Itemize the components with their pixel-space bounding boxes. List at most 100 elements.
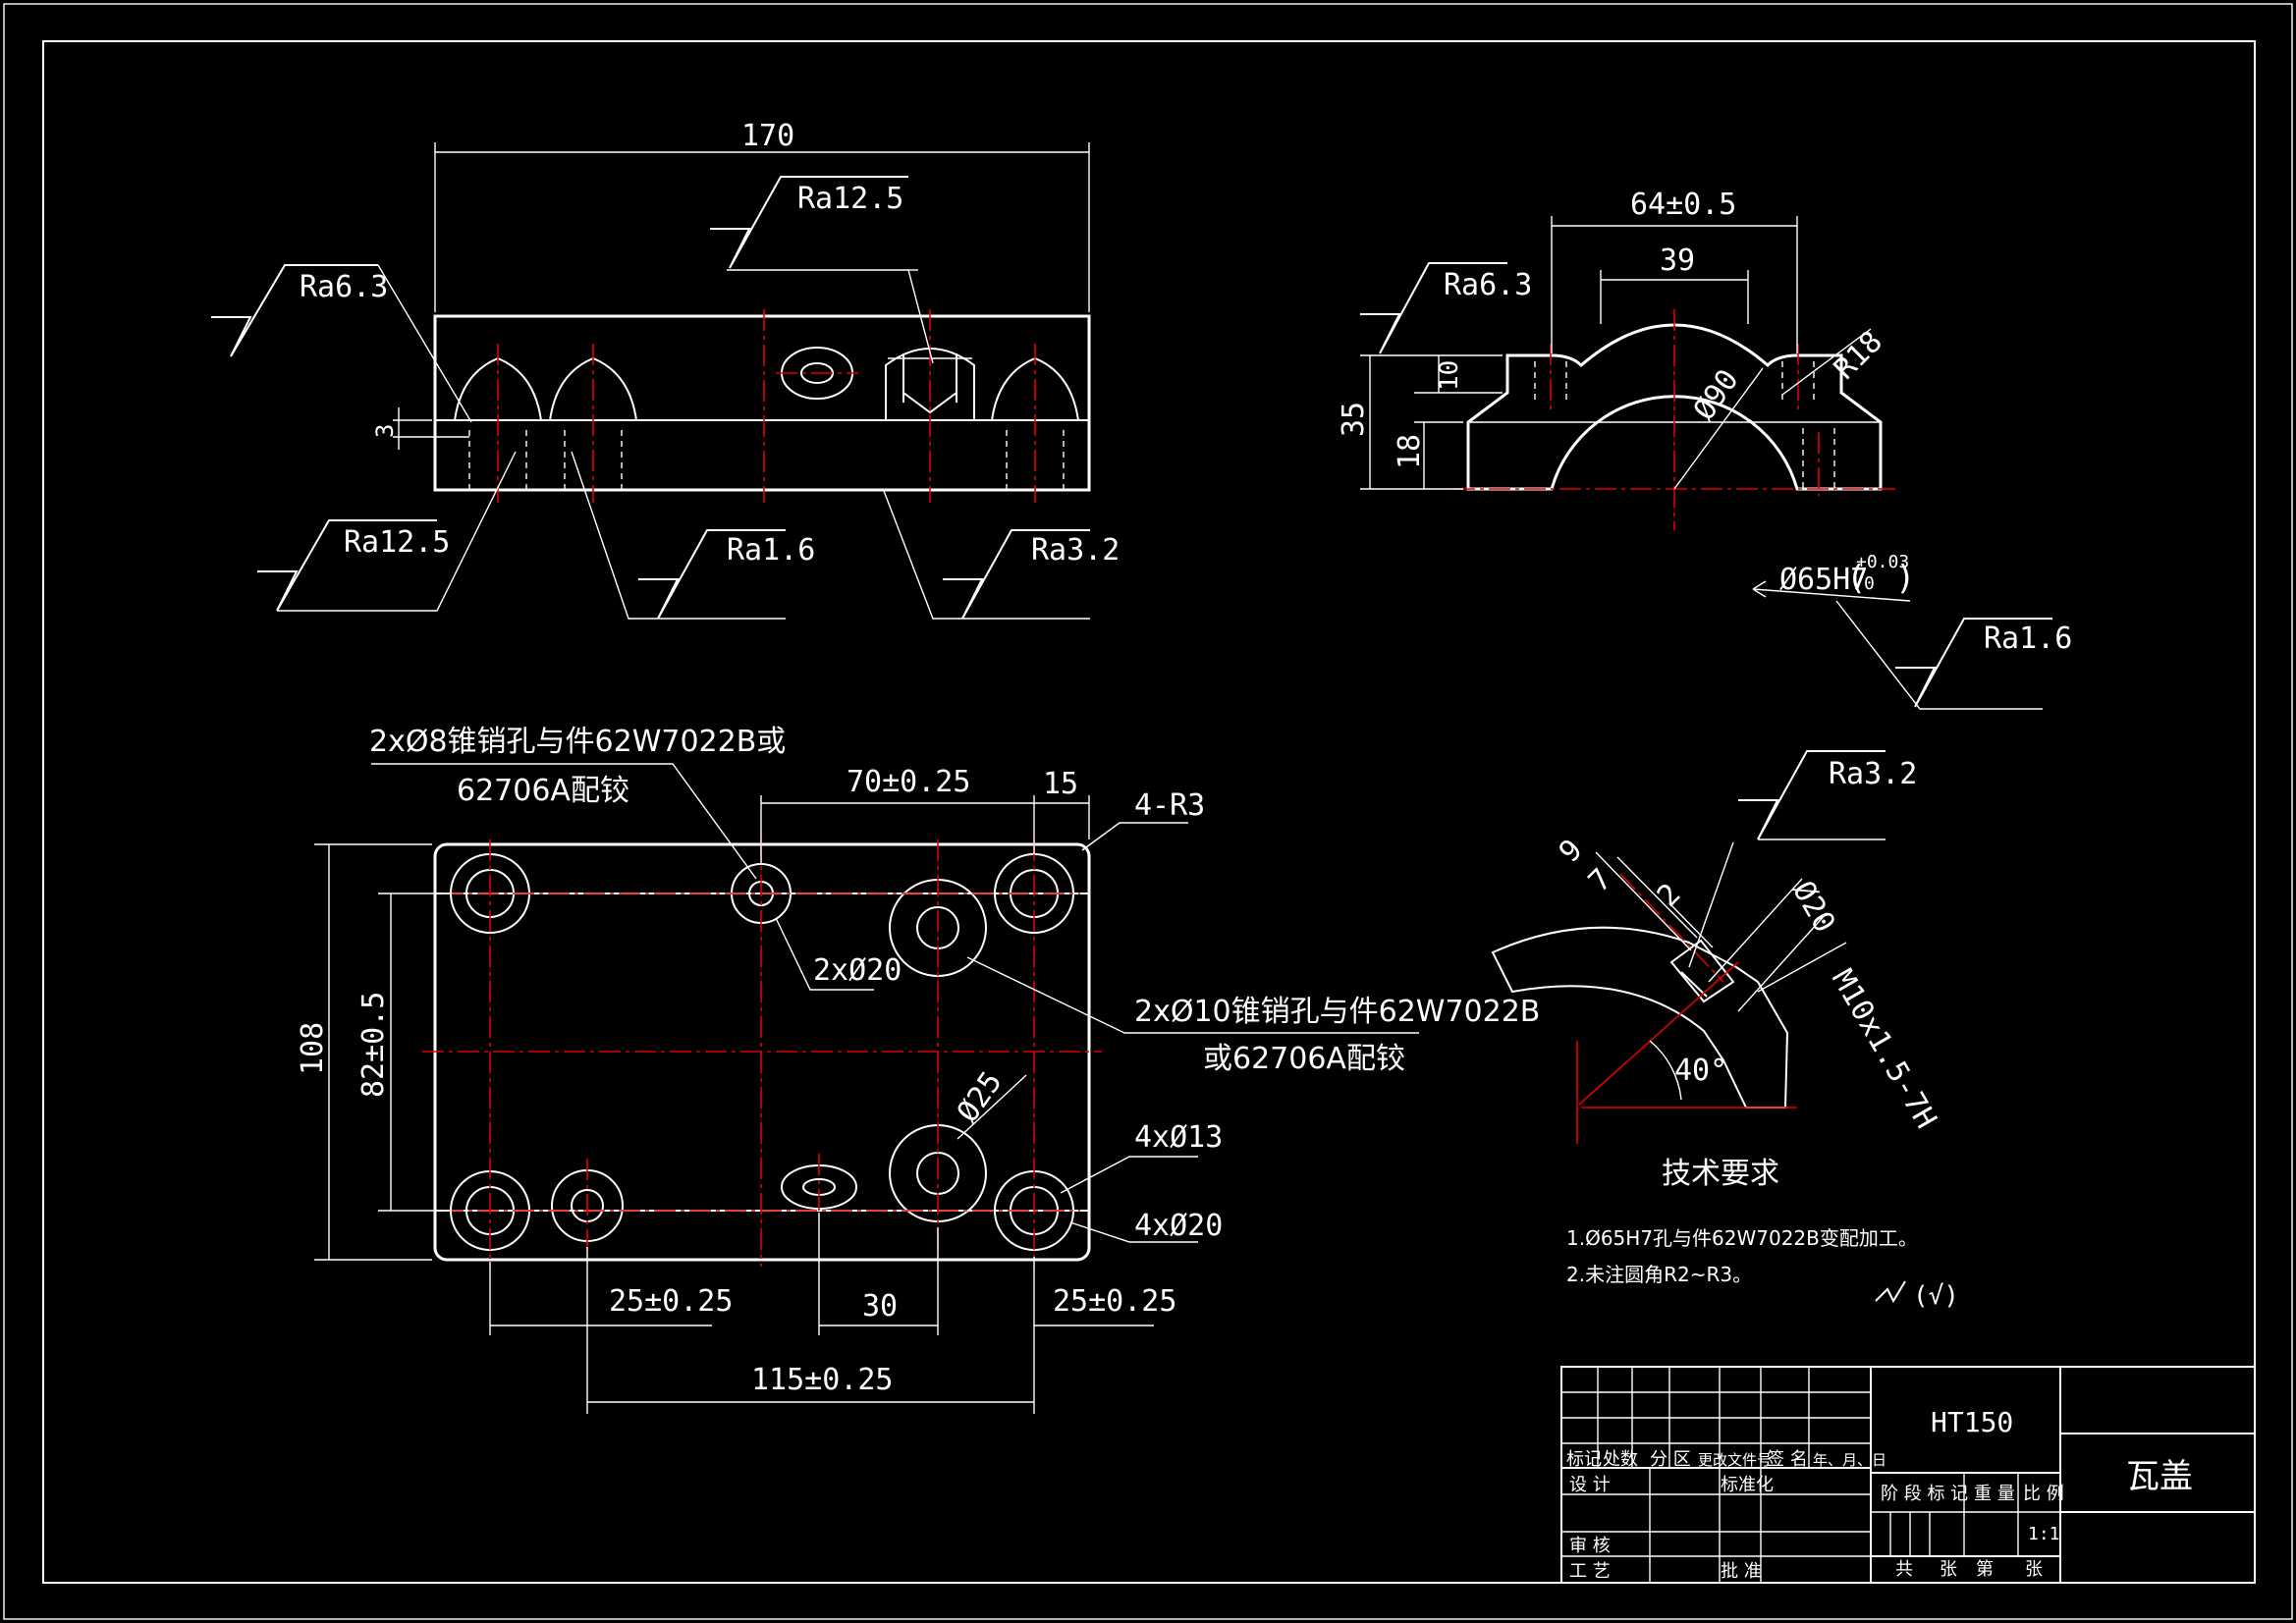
tol-upper: +0.03	[1856, 552, 1909, 572]
tol-base: Ø65H7	[1779, 563, 1868, 597]
note-hole8-1: 2xØ8锥销孔与件62W7022B或	[369, 725, 786, 759]
leader-dia25	[957, 1074, 1027, 1140]
leader-top-left	[377, 264, 472, 423]
dim-115: 115±0.25	[751, 1363, 894, 1397]
dim-dia90: Ø90	[1687, 363, 1746, 426]
tb-approve: 批 准	[1721, 1561, 1762, 1582]
dim-3: 3	[371, 424, 399, 438]
ra-symbol-top-mid	[710, 176, 908, 269]
tol-paren-r: )	[1895, 559, 1915, 598]
tech-item-1: 1.Ø65H7孔与件62W7022B变配加工。	[1566, 1226, 1918, 1250]
ext-det-9	[1595, 851, 1692, 951]
ra-detail: Ra3.2	[1829, 757, 1917, 791]
ra-symbol-side-left	[1360, 262, 1507, 354]
dim-25b: 25±0.25	[1053, 1284, 1176, 1319]
tech-title: 技术要求	[1662, 1157, 1779, 1191]
title-block: HT150 瓦盖 1:1 标记 处数 分 区 更改文件号 签 名 年、月、日 设…	[1560, 1366, 2256, 1584]
leader-bot-right	[883, 490, 1090, 620]
dim-18: 18	[1393, 434, 1427, 469]
tb-part-name: 瓦盖	[2126, 1457, 2193, 1496]
ra-top-mid: Ra12.5	[797, 182, 903, 216]
ra-bot-left: Ra12.5	[344, 525, 450, 560]
tb-ratio: 比 例	[2023, 1484, 2064, 1504]
tb-standard: 标准化	[1721, 1475, 1774, 1495]
dim-30: 30	[862, 1289, 898, 1324]
dim-170: 170	[741, 119, 794, 153]
leader-bot-left	[277, 451, 517, 612]
note-hole8-2: 62706A配铰	[457, 774, 629, 808]
note-hole10-2: 或62706A配铰	[1203, 1042, 1405, 1076]
dim-35: 35	[1337, 402, 1371, 437]
tb-zone: 分 区	[1650, 1449, 1691, 1470]
side-body-outline	[1466, 323, 1883, 491]
tb-material: HT150	[1931, 1406, 2013, 1438]
tech-item-2: 2.未注圆角R2~R3。	[1566, 1263, 1752, 1286]
detail-angle: 40°	[1674, 1054, 1727, 1088]
tol-paren-l: (	[1846, 559, 1866, 598]
tb-sheet: 张	[2025, 1559, 2043, 1580]
tb-stage: 阶 段 标 记	[1881, 1484, 1968, 1504]
note-hole10-1: 2xØ10锥销孔与件62W7022B	[1134, 995, 1540, 1029]
ra-side-left: Ra6.3	[1444, 268, 1532, 302]
tb-date: 年、月、日	[1813, 1451, 1886, 1469]
side-view: 64±0.5 39 35 18 10 R18 Ø90 Ra6.3 Ø65H7 +…	[1337, 188, 2072, 710]
det-7: 7	[1582, 862, 1619, 899]
dim-dia20: 2xØ20	[813, 953, 902, 988]
leader-thread	[1757, 942, 1847, 993]
title-block-frame	[1560, 1366, 2256, 1584]
leader-r3	[1081, 822, 1188, 851]
tb-weight: 重 量	[1974, 1484, 2015, 1504]
dim-r18: R18	[1828, 325, 1889, 387]
tb-no: 第	[1976, 1559, 1994, 1580]
ra-side-right: Ra1.6	[1984, 622, 2072, 656]
leader-dia13	[1060, 1156, 1198, 1194]
angle-arc	[1649, 1040, 1682, 1101]
tb-count: 处数	[1603, 1449, 1638, 1470]
detail-hole-axis	[1619, 873, 1724, 983]
front-body-outline	[433, 314, 1091, 492]
detail-section: 40° 9 7 2 Ø20 M10x1.5-7H Ra3.2	[1491, 750, 1943, 1144]
det-dia20: Ø20	[1785, 876, 1841, 939]
outer-border	[3, 3, 2293, 1620]
leader-tol	[1752, 588, 1911, 602]
ra-top-left: Ra6.3	[300, 270, 388, 304]
dim-r3: 4-R3	[1134, 788, 1205, 823]
leader-dia20	[775, 917, 874, 991]
leader-hole8	[371, 763, 757, 880]
tb-design: 设 计	[1569, 1475, 1611, 1495]
det-thread: M10x1.5-7H	[1825, 964, 1943, 1135]
tol-arrow	[1752, 580, 1767, 598]
tb-mark: 标记	[1566, 1449, 1602, 1470]
leader-dia90	[1673, 367, 1764, 490]
inner-frame	[42, 40, 2256, 1584]
dim-15: 15	[1043, 767, 1078, 801]
dim-64: 64±0.5	[1630, 188, 1736, 222]
leader-bot-mid	[571, 451, 786, 620]
det-9: 9	[1553, 833, 1590, 870]
leader-r18	[1781, 328, 1872, 396]
ext-det-dia20a	[1708, 878, 1803, 983]
tech-requirements: 技术要求 1.Ø65H7孔与件62W7022B变配加工。 2.未注圆角R2~R3…	[1566, 1157, 1959, 1311]
leader-ra-detail	[1688, 839, 1886, 968]
tb-check: 审 核	[1569, 1536, 1611, 1556]
dim-10: 10	[1435, 360, 1464, 391]
ra-symbol-top-left	[211, 264, 378, 357]
dim-70: 70±0.25	[847, 765, 970, 799]
ra-bot-mid: Ra1.6	[727, 533, 815, 568]
tb-doc: 更改文件号	[1698, 1451, 1772, 1469]
dim-25a: 25±0.25	[609, 1284, 733, 1319]
tb-scale: 1:1	[2028, 1524, 2060, 1544]
tb-total: 共	[1895, 1559, 1913, 1580]
detail-bore	[1669, 939, 1735, 1003]
det-2: 2	[1651, 877, 1688, 914]
ext-det-dia20b	[1737, 912, 1828, 1012]
tb-process: 工 艺	[1569, 1561, 1611, 1582]
leader-ra-side-right	[1835, 600, 2043, 710]
dim-dia13: 4xØ13	[1134, 1120, 1223, 1155]
dim-dia20b: 4xØ20	[1134, 1209, 1223, 1243]
dim-39: 39	[1660, 243, 1695, 278]
detail-bore-line	[1680, 971, 1708, 998]
leader-dia20b	[1069, 1221, 1198, 1243]
dim-108: 108	[296, 1022, 330, 1075]
